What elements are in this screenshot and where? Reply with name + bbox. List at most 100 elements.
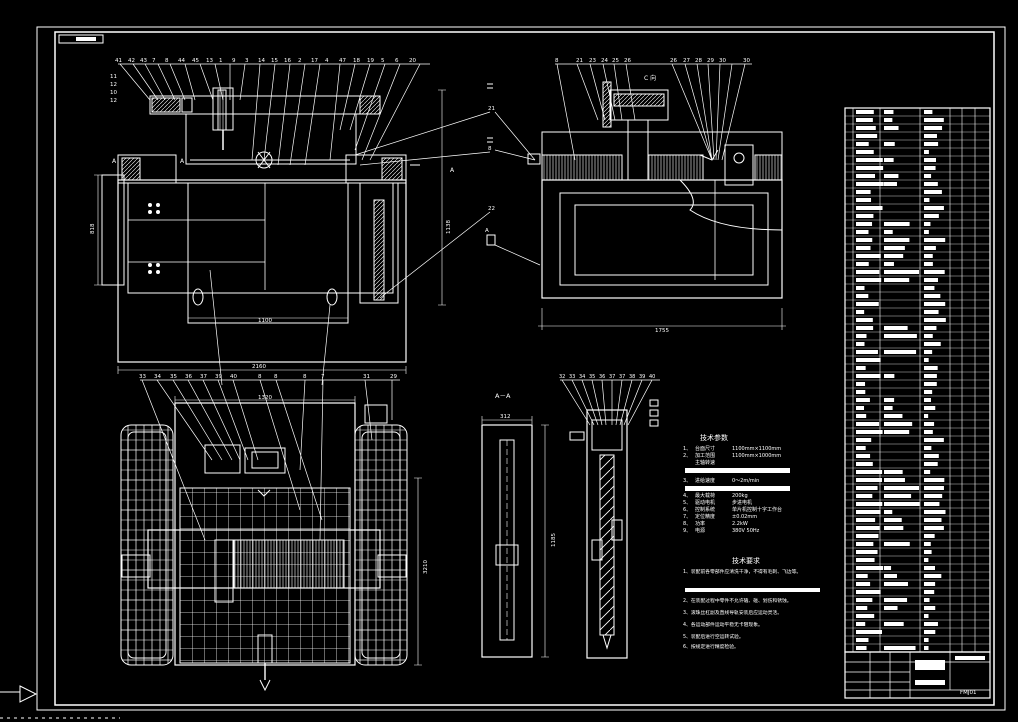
svg-text:A: A: [112, 158, 117, 165]
plan-dim-top: 1320: [258, 395, 272, 401]
svg-text:23: 23: [589, 58, 596, 64]
svg-text:8: 8: [274, 374, 278, 380]
svg-text:8、: 8、: [683, 521, 691, 527]
svg-text:35: 35: [589, 374, 595, 380]
svg-text:37: 37: [609, 374, 615, 380]
svg-text:最大载荷: 最大载荷: [695, 492, 715, 499]
svg-text:12: 12: [110, 98, 117, 104]
svg-text:电源: 电源: [695, 527, 705, 534]
svg-text:1: 1: [219, 58, 223, 64]
svg-text:26: 26: [624, 58, 631, 64]
svg-text:3: 3: [245, 58, 249, 64]
svg-text:35: 35: [170, 374, 177, 380]
svg-text:39: 39: [639, 374, 645, 380]
svg-text:9: 9: [232, 58, 236, 64]
svg-text:11: 11: [110, 74, 117, 80]
svg-text:14: 14: [258, 58, 265, 64]
svg-text:21: 21: [576, 58, 583, 64]
svg-text:2、: 2、: [683, 453, 691, 459]
section-view: A－A 312 1185: [481, 392, 557, 658]
svg-text:40: 40: [230, 374, 237, 380]
svg-text:7: 7: [321, 374, 325, 380]
svg-text:进给速度: 进给速度: [695, 477, 715, 484]
svg-text:8: 8: [555, 58, 559, 64]
svg-text:200kg: 200kg: [732, 493, 748, 499]
svg-text:A: A: [180, 158, 185, 165]
plan-dim-right: 3210: [423, 560, 429, 574]
parts-list: [844, 107, 991, 653]
svg-text:1100mm×1000mm: 1100mm×1000mm: [732, 453, 781, 459]
svg-text:±0.02mm: ±0.02mm: [732, 514, 757, 520]
svg-text:6、按规定进行精度检验。: 6、按规定进行精度检验。: [683, 643, 739, 650]
svg-text:40: 40: [649, 374, 655, 380]
svg-text:2.2kW: 2.2kW: [732, 521, 748, 527]
svg-text:1、装配前各零部件应清洗干净，不得有毛刺、飞边等。: 1、装配前各零部件应清洗干净，不得有毛刺、飞边等。: [683, 568, 801, 575]
svg-text:0～2m/min: 0～2m/min: [732, 478, 759, 484]
front-dim-height-right: 1138: [446, 220, 452, 234]
svg-text:28: 28: [695, 58, 702, 64]
svg-text:4: 4: [325, 58, 329, 64]
svg-text:主轴转速: 主轴转速: [695, 459, 715, 466]
svg-text:1、: 1、: [683, 446, 691, 452]
front-dim-width: 1100: [258, 318, 272, 324]
title-block: FMJ01: [844, 651, 991, 699]
svg-text:19: 19: [367, 58, 374, 64]
svg-text:10: 10: [110, 90, 117, 96]
svg-text:38: 38: [629, 374, 635, 380]
svg-text:47: 47: [339, 58, 346, 64]
svg-text:39: 39: [215, 374, 222, 380]
svg-text:5、装配后进行空运转试验。: 5、装配后进行空运转试验。: [683, 633, 744, 640]
svg-text:43: 43: [140, 58, 147, 64]
front-dim-overall: 2160: [252, 364, 266, 370]
section-dim-width: 312: [500, 414, 511, 420]
svg-text:37: 37: [200, 374, 207, 380]
svg-text:15: 15: [271, 58, 278, 64]
svg-text:5: 5: [381, 58, 385, 64]
svg-text:21: 21: [488, 106, 495, 112]
svg-text:3、滚珠丝杠副及直线导轨安装后应运动灵活。: 3、滚珠丝杠副及直线导轨安装后应运动灵活。: [683, 609, 782, 616]
svg-text:A: A: [485, 228, 489, 234]
svg-text:6、: 6、: [683, 507, 691, 513]
front-dim-height-left: 818: [90, 223, 96, 234]
tech-reqs: 技术要求 1、装配前各零部件应清洗干净，不得有毛刺、飞边等。 2、在装配过程中零…: [683, 556, 820, 650]
inner-border: [54, 31, 995, 706]
svg-text:36: 36: [185, 374, 192, 380]
svg-text:34: 34: [579, 374, 585, 380]
svg-text:3、: 3、: [683, 478, 691, 484]
svg-text:29: 29: [707, 58, 714, 64]
svg-text:31: 31: [363, 374, 370, 380]
svg-text:16: 16: [284, 58, 291, 64]
svg-text:30: 30: [743, 58, 750, 64]
svg-text:44: 44: [178, 58, 185, 64]
svg-text:4、各运动部件运动平稳无卡阻现象。: 4、各运动部件运动平稳无卡阻现象。: [683, 621, 763, 628]
svg-text:单片机控制十字工作台: 单片机控制十字工作台: [732, 506, 782, 513]
svg-text:定位精度: 定位精度: [695, 513, 715, 520]
svg-text:32: 32: [559, 374, 565, 380]
svg-text:34: 34: [154, 374, 161, 380]
svg-text:29: 29: [390, 374, 397, 380]
svg-text:36: 36: [599, 374, 605, 380]
outer-border: [36, 26, 1006, 711]
svg-text:6: 6: [395, 58, 399, 64]
section-dim-height: 1185: [551, 533, 557, 547]
svg-text:22: 22: [488, 206, 495, 212]
svg-text:13: 13: [206, 58, 213, 64]
svg-text:步进电机: 步进电机: [732, 499, 752, 506]
svg-text:8: 8: [258, 374, 262, 380]
svg-text:27: 27: [683, 58, 690, 64]
sheet-arrow-icon: [0, 685, 38, 703]
svg-text:30: 30: [719, 58, 726, 64]
section-title: A－A: [495, 392, 511, 400]
side-view-label: C 向: [644, 74, 656, 82]
svg-text:18: 18: [353, 58, 360, 64]
svg-text:380V 50Hz: 380V 50Hz: [732, 528, 760, 534]
drawing-number: FMJ01: [960, 690, 977, 696]
tech-reqs-title: 技术要求: [732, 556, 760, 565]
svg-text:4、: 4、: [683, 493, 691, 499]
svg-text:9、: 9、: [683, 528, 691, 534]
svg-text:台面尺寸: 台面尺寸: [695, 445, 715, 452]
svg-text:1100mm×1100mm: 1100mm×1100mm: [732, 446, 781, 452]
